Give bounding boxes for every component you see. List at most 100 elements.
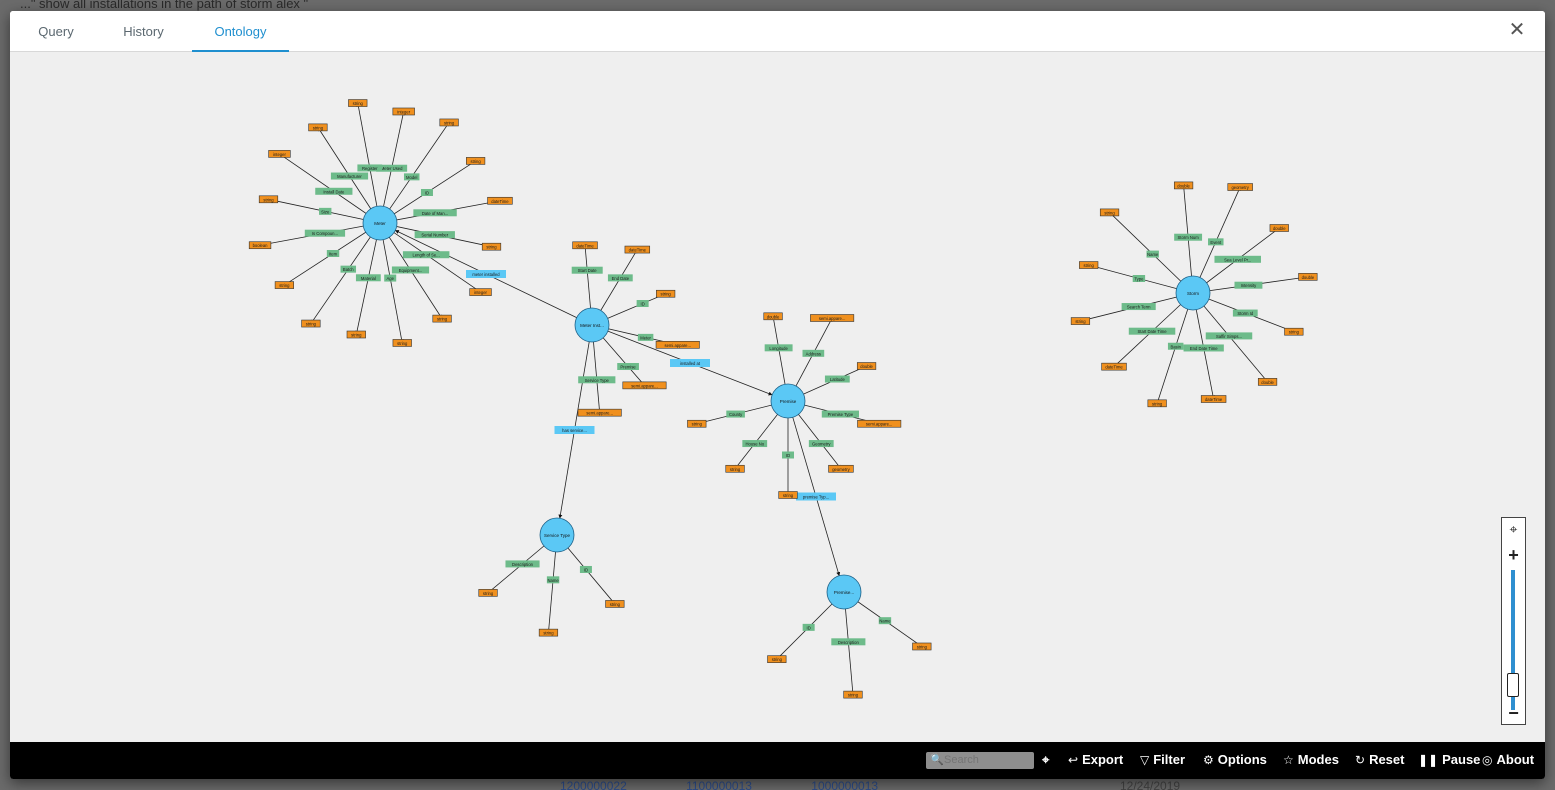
property-node[interactable]	[764, 344, 793, 352]
options-button[interactable]: ⚙Options	[1203, 751, 1267, 769]
datatype-node[interactable]	[624, 245, 651, 254]
property-node[interactable]	[1183, 344, 1224, 352]
datatype-node[interactable]	[248, 241, 272, 250]
property-node[interactable]	[1146, 250, 1159, 258]
datatype-node[interactable]	[656, 289, 676, 298]
datatype-node[interactable]	[912, 642, 932, 651]
property-node[interactable]	[571, 266, 603, 274]
property-node[interactable]	[304, 229, 346, 237]
property-node[interactable]	[402, 251, 450, 259]
datatype-node[interactable]	[577, 408, 622, 417]
datatype-node[interactable]	[1269, 224, 1289, 232]
property-node[interactable]	[831, 638, 866, 646]
property-node[interactable]	[340, 265, 357, 273]
datatype-node[interactable]	[1298, 273, 1318, 281]
datatype-node[interactable]	[439, 118, 459, 127]
relation-label[interactable]	[670, 359, 710, 367]
datatype-node[interactable]	[1101, 362, 1127, 371]
zoom-slider-handle[interactable]	[1507, 673, 1519, 697]
datatype-node[interactable]	[778, 491, 798, 499]
relation-label[interactable]	[554, 426, 595, 434]
datatype-node[interactable]	[725, 464, 745, 473]
datatype-node[interactable]	[857, 419, 902, 428]
datatype-node[interactable]	[856, 362, 877, 370]
class-node-premise[interactable]	[770, 383, 806, 419]
zoom-in-button[interactable]: +	[1508, 545, 1519, 565]
property-node[interactable]	[403, 173, 420, 181]
property-node[interactable]	[726, 410, 745, 418]
property-node[interactable]	[1167, 342, 1184, 350]
property-node[interactable]	[579, 565, 592, 573]
property-node[interactable]	[357, 164, 383, 172]
property-node[interactable]	[821, 410, 859, 418]
datatype-node[interactable]	[487, 196, 513, 205]
datatype-node[interactable]	[348, 99, 368, 107]
datatype-node[interactable]	[1200, 395, 1227, 403]
datatype-node[interactable]	[572, 241, 598, 250]
search-field[interactable]: 🔍	[926, 752, 1034, 769]
relation-label[interactable]	[796, 492, 836, 501]
property-node[interactable]	[1232, 309, 1258, 317]
datatype-node[interactable]	[392, 339, 412, 347]
search-input[interactable]	[944, 754, 1030, 766]
datatype-node[interactable]	[469, 288, 492, 296]
property-node[interactable]	[1214, 255, 1261, 263]
property-node[interactable]	[742, 440, 768, 448]
relation-label[interactable]	[466, 270, 506, 278]
property-node[interactable]	[782, 451, 794, 459]
pause-button[interactable]: ❚❚Pause	[1418, 751, 1480, 769]
datatype-node[interactable]	[466, 157, 486, 165]
property-node[interactable]	[420, 189, 433, 197]
datatype-node[interactable]	[1227, 183, 1253, 191]
locate-icon[interactable]: ⌖	[1042, 752, 1050, 767]
property-node[interactable]	[824, 375, 850, 383]
datatype-node[interactable]	[1070, 317, 1091, 325]
property-node[interactable]	[326, 249, 340, 257]
tab-history[interactable]: History	[123, 24, 164, 39]
zoom-out-button[interactable]: −	[1508, 703, 1519, 723]
datatype-node[interactable]	[258, 195, 279, 204]
property-node[interactable]	[1128, 327, 1176, 335]
datatype-node[interactable]	[1257, 378, 1278, 386]
property-node[interactable]	[1174, 233, 1203, 241]
datatype-node[interactable]	[308, 123, 328, 132]
datatype-node[interactable]	[763, 312, 783, 321]
property-node[interactable]	[391, 266, 430, 274]
property-node[interactable]	[1121, 303, 1156, 311]
datatype-node[interactable]	[481, 242, 502, 251]
datatype-node[interactable]	[1099, 208, 1120, 217]
property-node[interactable]	[607, 274, 633, 282]
property-node[interactable]	[578, 376, 616, 384]
class-node-servicetype[interactable]	[539, 517, 575, 553]
class-node-premise2[interactable]	[826, 574, 862, 610]
locate-icon[interactable]: ⌖	[1509, 521, 1518, 537]
property-node[interactable]	[808, 440, 834, 448]
zoom-slider-track[interactable]	[1511, 570, 1515, 710]
export-button[interactable]: ↩Export	[1068, 751, 1123, 769]
property-node[interactable]	[413, 209, 457, 217]
filter-button[interactable]: ▽Filter	[1140, 751, 1185, 769]
property-node[interactable]	[636, 300, 649, 308]
tab-ontology[interactable]: Ontology	[192, 11, 289, 52]
property-node[interactable]	[376, 164, 408, 172]
property-node[interactable]	[315, 187, 353, 195]
class-node-meter[interactable]	[362, 205, 398, 241]
property-node[interactable]	[414, 231, 455, 239]
property-node[interactable]	[1132, 275, 1146, 283]
property-node[interactable]	[637, 333, 654, 341]
datatype-node[interactable]	[301, 319, 321, 328]
datatype-node[interactable]	[346, 330, 366, 339]
property-node[interactable]	[384, 274, 397, 282]
datatype-node[interactable]	[538, 628, 559, 637]
class-node-storm[interactable]	[1175, 275, 1211, 311]
close-icon[interactable]: ✕	[1508, 19, 1526, 41]
class-node-meterinst[interactable]	[574, 307, 610, 343]
datatype-node[interactable]	[843, 690, 863, 699]
datatype-node[interactable]	[810, 314, 855, 322]
modes-button[interactable]: ☆Modes	[1283, 751, 1339, 769]
datatype-node[interactable]	[1173, 181, 1194, 190]
datatype-node[interactable]	[767, 655, 787, 663]
datatype-node[interactable]	[622, 381, 667, 390]
